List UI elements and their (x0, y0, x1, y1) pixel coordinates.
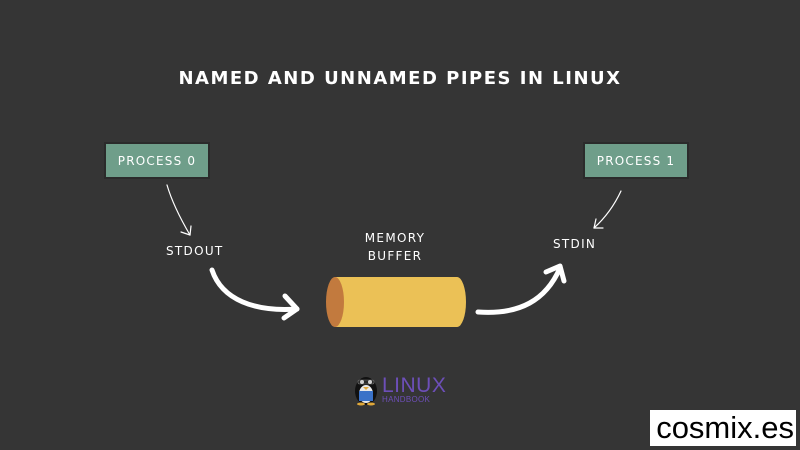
memory-buffer-cylinder (326, 277, 466, 327)
memory-buffer-label-line2: BUFFER (367, 249, 423, 263)
arrow-process0-to-stdout (166, 184, 192, 236)
memory-buffer-label: MEMORY BUFFER (330, 229, 460, 265)
memory-buffer-label-line1: MEMORY (364, 231, 426, 245)
linux-handbook-logo: LINUX HANDBOOK (353, 372, 446, 406)
arrow-buffer-to-stdin (475, 263, 567, 315)
process-1-box: PROCESS 1 (583, 142, 689, 179)
process-0-label: PROCESS 0 (117, 153, 197, 168)
stdin-label: STDIN (553, 237, 597, 251)
process-0-box: PROCESS 0 (104, 142, 210, 179)
logo-text: LINUX HANDBOOK (382, 375, 446, 404)
process-1-label: PROCESS 1 (596, 153, 676, 168)
watermark: cosmix.es (650, 410, 796, 446)
arrow-stdout-to-buffer (209, 267, 300, 321)
penguin-icon (355, 377, 377, 406)
diagram-title: NAMED AND UNNAMED PIPES IN LINUX (178, 68, 622, 89)
logo-sub-text: HANDBOOK (382, 394, 431, 404)
logo-main-text: LINUX (382, 373, 447, 397)
stdout-label: STDOUT (166, 244, 224, 258)
arrow-process1-to-stdin (593, 190, 622, 229)
